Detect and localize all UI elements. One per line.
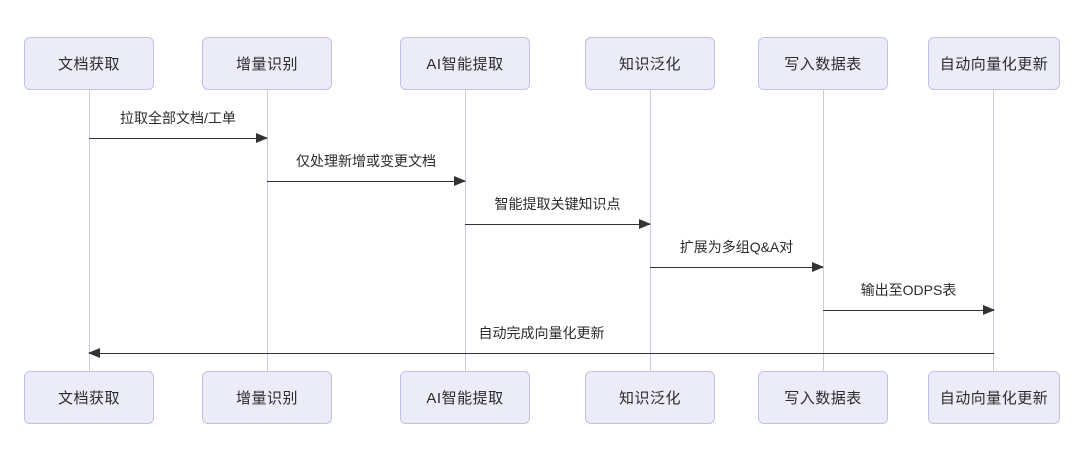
actor-top-auto-vectorize: 自动向量化更新 (928, 37, 1060, 90)
message-label: 自动完成向量化更新 (478, 325, 605, 341)
actor-bottom-auto-vectorize: 自动向量化更新 (928, 371, 1060, 424)
message-output-odps: 输出至ODPS表 (823, 278, 995, 315)
actor-bottom-incremental-id: 增量识别 (202, 371, 332, 424)
lifeline-auto-vectorize (993, 90, 994, 371)
lifeline-doc-fetch (89, 90, 90, 371)
message-pull-all-docs: 拉取全部文档/工单 (89, 106, 268, 143)
lifeline-write-table (823, 90, 824, 371)
lifeline-incremental-id (267, 90, 268, 371)
message-expand-qa-pairs: 扩展为多组Q&A对 (650, 235, 824, 272)
message-extract-key-points: 智能提取关键知识点 (465, 192, 651, 229)
message-process-new-changed: 仅处理新增或变更文档 (267, 149, 466, 186)
actor-top-doc-fetch: 文档获取 (24, 37, 154, 90)
actor-bottom-write-table: 写入数据表 (758, 371, 888, 424)
actor-bottom-knowledge-gen: 知识泛化 (585, 371, 715, 424)
message-label: 扩展为多组Q&A对 (679, 239, 794, 255)
message-label: 输出至ODPS表 (860, 282, 957, 298)
message-auto-vectorize-done: 自动完成向量化更新 (88, 321, 994, 358)
lifeline-knowledge-gen (650, 90, 651, 371)
message-label: 智能提取关键知识点 (494, 196, 621, 212)
actor-top-incremental-id: 增量识别 (202, 37, 332, 90)
arrow-right-icon (267, 176, 466, 186)
actor-top-ai-extract: AI智能提取 (400, 37, 530, 90)
arrow-right-icon (650, 262, 824, 272)
arrow-right-icon (89, 133, 268, 143)
actor-top-knowledge-gen: 知识泛化 (585, 37, 715, 90)
arrow-right-icon (823, 305, 995, 315)
actor-bottom-doc-fetch: 文档获取 (24, 371, 154, 424)
arrow-right-icon (465, 219, 651, 229)
message-label: 仅处理新增或变更文档 (296, 153, 436, 169)
lifeline-ai-extract (465, 90, 466, 371)
actor-top-write-table: 写入数据表 (758, 37, 888, 90)
arrow-left-icon (88, 348, 994, 358)
message-label: 拉取全部文档/工单 (120, 110, 236, 126)
actor-bottom-ai-extract: AI智能提取 (400, 371, 530, 424)
